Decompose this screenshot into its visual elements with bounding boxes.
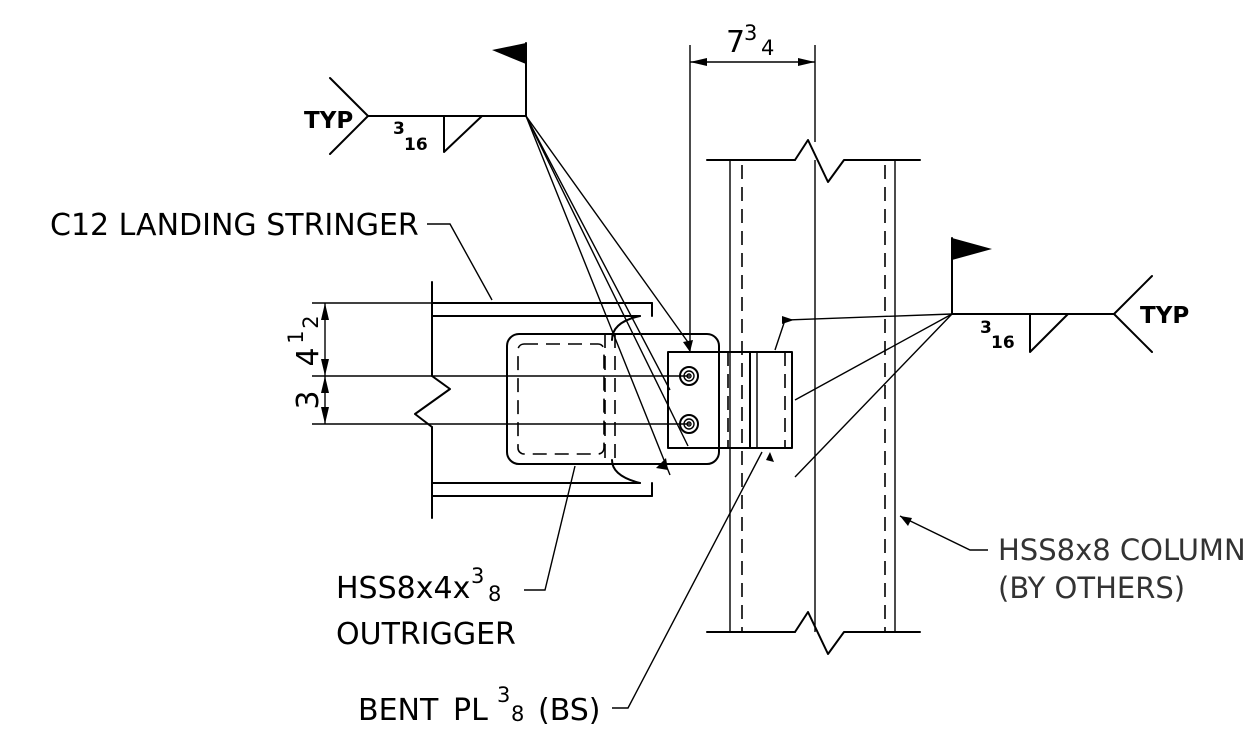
- weld-right-size-num: 3: [980, 318, 992, 338]
- leader-bent-plate: [612, 451, 763, 709]
- vertical-dimension: [312, 302, 690, 425]
- weld-left-size-den: 16: [404, 135, 428, 155]
- hss-column: [706, 139, 921, 655]
- label-bent-plate-num: 3: [497, 683, 510, 707]
- dim-top-whole: 7: [726, 25, 745, 60]
- dim-upper-whole: 4: [291, 347, 326, 366]
- dim-upper-num: 1: [284, 330, 308, 343]
- label-bent-plate-symbol: PL: [453, 693, 488, 728]
- label-outrigger-line2: OUTRIGGER: [336, 617, 516, 652]
- weld-symbol-right: [774, 237, 1153, 478]
- leader-outrigger: [524, 465, 576, 591]
- dim-top-num: 3: [744, 21, 757, 45]
- dim-lower: 3: [291, 390, 326, 409]
- field-weld-flag-icon: [952, 238, 992, 260]
- label-column-line1: HSS8x8 COLUMN: [998, 533, 1246, 567]
- label-bent-plate-den: 8: [511, 702, 524, 726]
- field-weld-flag-icon: [492, 43, 526, 64]
- leader-column-arrowhead: [900, 516, 912, 526]
- c12-stringer: [414, 281, 653, 519]
- weld-symbol-left: [329, 42, 691, 476]
- label-bent-plate-suffix: (BS): [538, 693, 601, 728]
- label-bent-plate-prefix: BENT: [358, 693, 439, 728]
- leader-column: [899, 515, 988, 551]
- dim-top-den: 4: [761, 36, 774, 60]
- label-outrigger-num: 3: [471, 564, 484, 588]
- weld-left-tail: TYP: [304, 108, 353, 134]
- top-dimension: [689, 45, 816, 352]
- label-outrigger-den: 8: [488, 582, 501, 606]
- leader-arrowheads: [656, 316, 794, 470]
- label-c12-stringer: C12 LANDING STRINGER: [50, 208, 419, 243]
- weld-right-tail: TYP: [1140, 303, 1189, 329]
- label-outrigger-line1: HSS8x4x: [336, 571, 470, 606]
- weld-left-size-num: 3: [393, 119, 405, 139]
- bent-plate: [667, 351, 793, 449]
- label-column-line2: (BY OTHERS): [998, 571, 1185, 605]
- weld-right-size-den: 16: [991, 333, 1015, 353]
- dim-upper-den: 2: [299, 315, 323, 328]
- leader-c12-stringer: [427, 223, 493, 301]
